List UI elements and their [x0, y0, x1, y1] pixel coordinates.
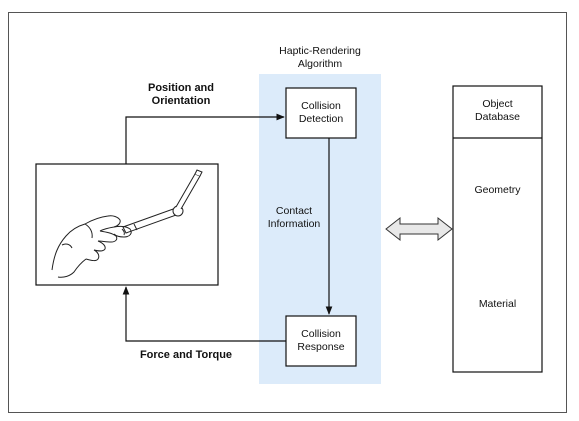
geometry-label: Geometry: [474, 184, 521, 196]
collision-detection-label: Collision Detection: [298, 100, 344, 125]
force-torque-label: Force and Torque: [139, 349, 233, 361]
object-database-title: Object Database: [475, 98, 520, 123]
position-orientation-label: Position and Orientation: [148, 82, 214, 107]
figure-frame: [8, 12, 567, 413]
collision-response-box: [285, 315, 357, 367]
haptic-device-box: [35, 163, 219, 286]
contact-information-label: Contact Information: [267, 205, 321, 230]
collision-detection-box: [285, 87, 357, 139]
collision-response-label: Collision Response: [297, 328, 345, 353]
double-headed-arrow-icon: [385, 216, 453, 242]
material-label: Material: [478, 298, 517, 310]
object-database-box: [452, 85, 543, 373]
force-torque-arrow: [122, 286, 286, 342]
position-orientation-arrow: [125, 113, 285, 164]
hand-holding-haptic-stylus-icon: [51, 169, 203, 278]
algorithm-title: Haptic-Rendering Algorithm: [279, 45, 361, 70]
